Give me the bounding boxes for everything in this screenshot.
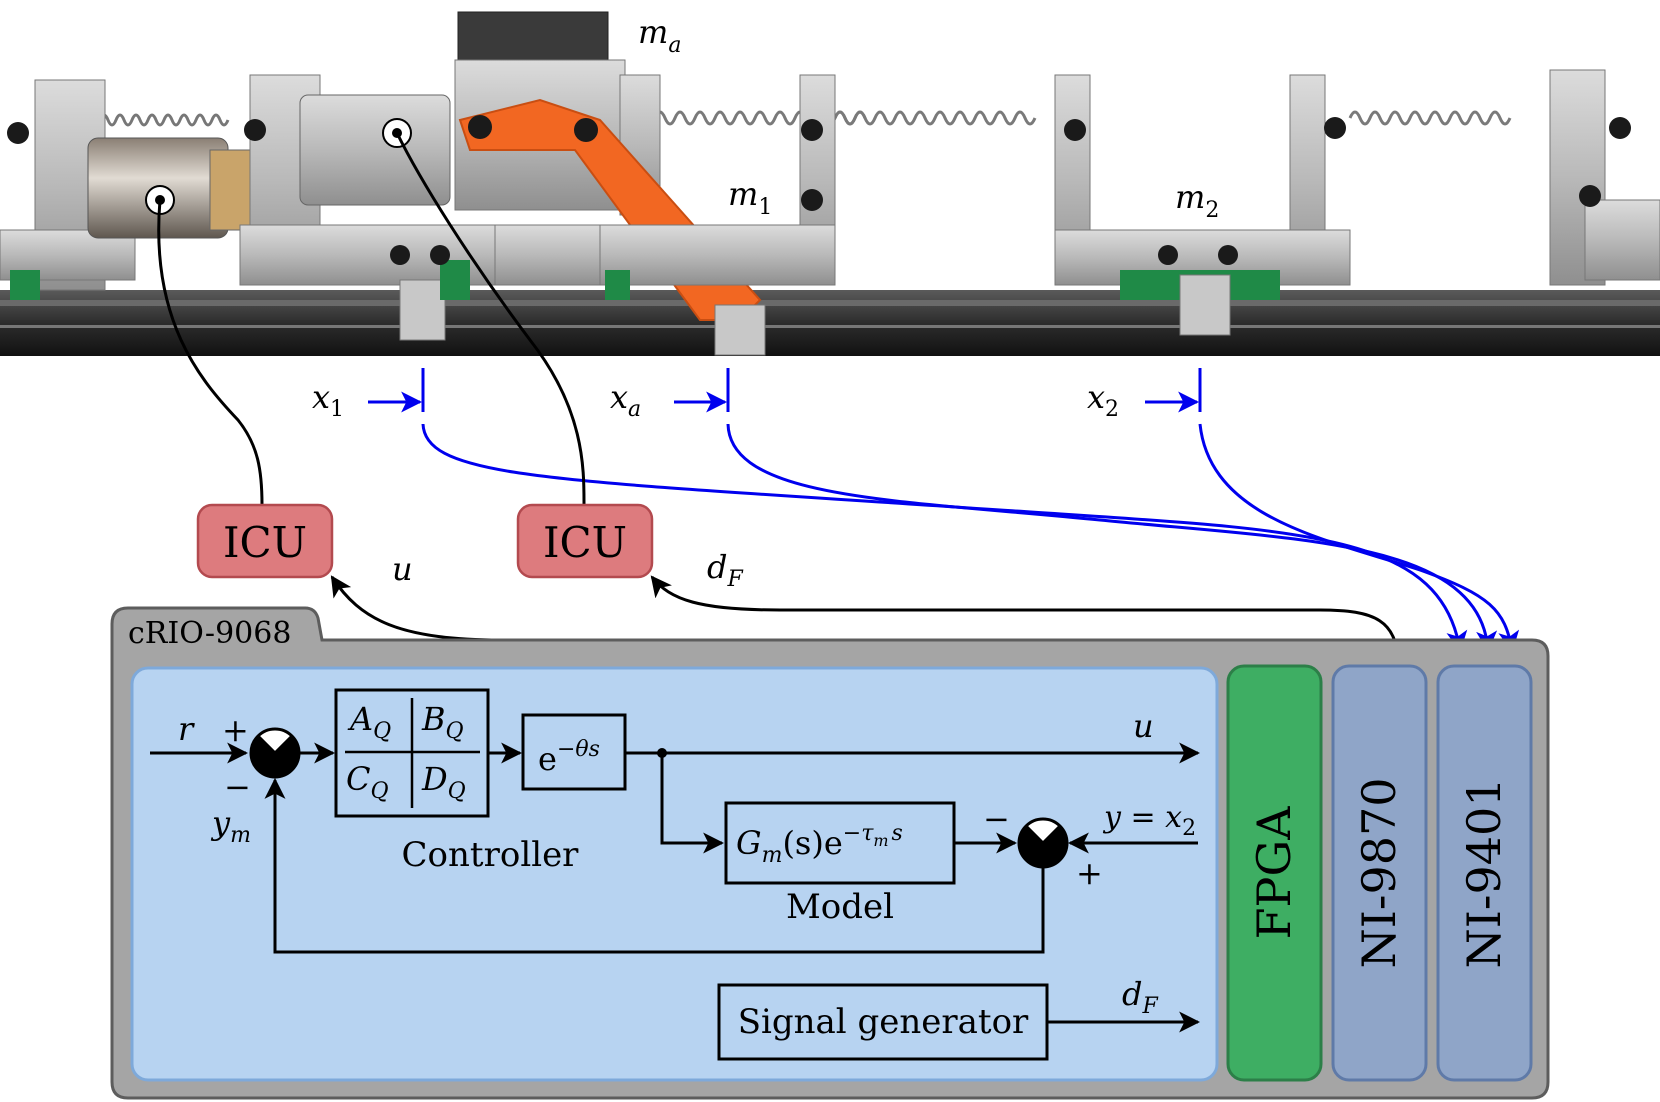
controller-block: AQ BQ CQ DQ [334,688,490,818]
mass-a-block [457,11,609,68]
svg-text:x2: x2 [1087,378,1119,422]
svg-text:x1: x1 [312,378,344,422]
controller-area [130,666,1219,1082]
svg-text:NI-9870: NI-9870 [1352,777,1406,968]
svg-text:AQ: AQ [347,700,391,744]
spring-right [1348,110,1512,126]
svg-text:BQ: BQ [421,700,464,744]
sum2-minus: − [983,800,1010,838]
spring-left [98,113,230,127]
model-caption: Model [786,887,894,927]
svg-text:CQ: CQ [346,760,389,804]
label-u-top: u [392,550,413,588]
label-u-out: u [1133,707,1154,745]
rail [0,290,1660,356]
label-dF-top: dF [707,548,743,592]
delay-block: e−θs [521,713,627,791]
svg-text:Signal generator: Signal generator [738,1002,1029,1042]
controller-caption: Controller [402,835,580,875]
svg-text:DQ: DQ [421,760,466,804]
sum2-plus: + [1076,854,1103,892]
sum1-plus: + [222,711,249,749]
label-r: r [178,710,195,748]
spring-middle [653,110,1037,126]
svg-text:ICU: ICU [543,518,627,567]
sensor-signal-lines [421,423,1520,653]
icu-wires [157,132,586,506]
svg-text:xa: xa [610,378,641,422]
ym-feedback-line [264,777,1045,954]
sensor-x2: x2 [1087,368,1202,422]
label-mass-2: m2 [1175,178,1219,223]
label-ym: ym [210,804,251,848]
icu-box-right: ICU [516,503,654,579]
summing-junction-left [249,727,301,779]
label-mass-1: m1 [728,175,772,220]
svg-text:FPGA: FPGA [1247,806,1301,940]
label-mass-a: ma [638,13,681,58]
sensor-xa: xa [610,368,730,422]
label-dF-out: dF [1122,975,1158,1019]
module-ni-9870: NI-9870 [1331,664,1428,1082]
summing-junction-right [1017,817,1069,869]
label-y-eq-x2: y = x2 [1102,800,1196,841]
crio-label: cRIO-9068 [128,616,291,651]
svg-text:Gm(s)e−τms: Gm(s)e−τms [736,821,903,868]
svg-text:ICU: ICU [223,518,307,567]
sensor-x1: x1 [312,368,425,422]
module-ni-9401: NI-9401 [1436,664,1533,1082]
module-fpga: FPGA [1226,664,1323,1082]
signal-generator-block: Signal generator [717,983,1049,1061]
icu-box-left: ICU [196,503,334,579]
svg-text:NI-9401: NI-9401 [1457,777,1511,968]
sum1-minus: − [224,768,251,806]
test-rig-photo: ma m1 m2 [0,11,1660,356]
svg-text:e−θs: e−θs [538,737,600,778]
